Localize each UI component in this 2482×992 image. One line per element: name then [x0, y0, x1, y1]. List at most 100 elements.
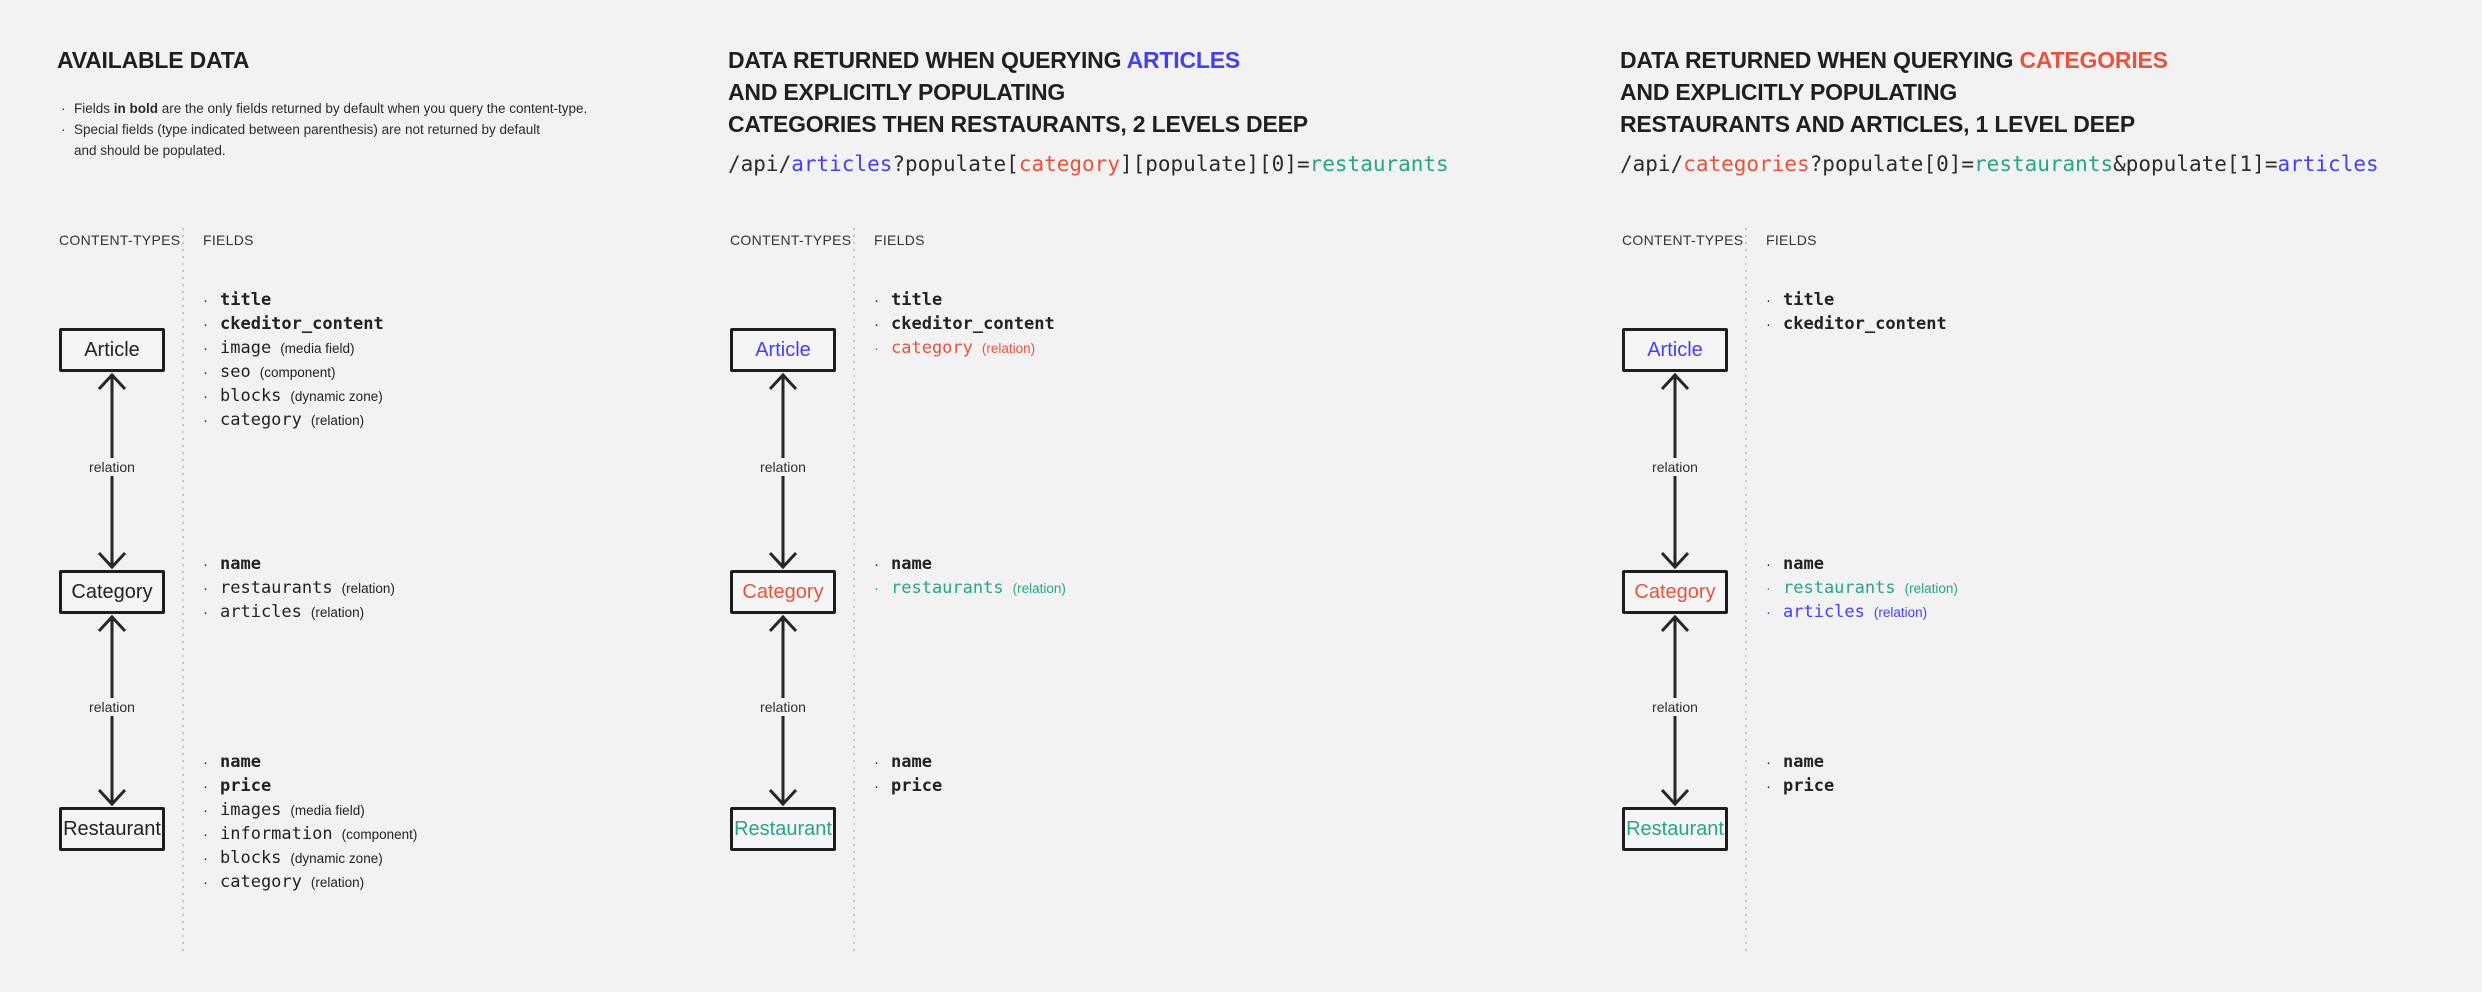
note-line: ·Special fields (type indicated between … [61, 119, 601, 140]
field-item: · title [203, 290, 384, 314]
api-path: /api/categories?populate[0]=restaurants&… [1620, 152, 2379, 176]
text-part: CATEGORIES THEN RESTAURANTS, 2 LEVELS DE… [728, 111, 1308, 137]
field-item: ·price [1766, 776, 1834, 800]
field-bullet-icon: · [203, 388, 208, 405]
field-item: ·images(media field) [203, 800, 417, 824]
field-item: ·blocks(dynamic zone) [203, 848, 417, 872]
field-item: ·articles(relation) [203, 602, 395, 626]
field-name: ckeditor_content [891, 314, 1055, 334]
field-item: ·name [203, 554, 395, 578]
content-type-name: Article [1647, 338, 1703, 361]
notes-list: ·Fields in bold are the only fields retu… [61, 98, 601, 161]
field-name: images [220, 800, 282, 820]
field-bullet-icon: · [874, 580, 879, 597]
field-bullet-icon: · [203, 754, 208, 771]
field-name: title [220, 290, 272, 310]
content-type-box: Article [1622, 328, 1728, 372]
text-part: ARTICLES [1126, 47, 1241, 73]
text-part: /api/ [728, 152, 792, 176]
field-type: (relation) [310, 605, 365, 620]
field-bullet-icon: · [203, 802, 208, 819]
note-text: and should be populated. [74, 140, 226, 161]
field-item: ·articles(relation) [1766, 602, 1958, 626]
field-bullet-icon: · [1766, 556, 1771, 573]
field-name: price [220, 776, 272, 796]
column-divider [853, 228, 855, 952]
field-item: ·title [874, 290, 1055, 314]
content-types-label: CONTENT-TYPES [59, 232, 181, 248]
content-type-name: Article [755, 338, 811, 361]
text-part: restaurants [1309, 152, 1449, 176]
field-bullet-icon: · [1766, 754, 1771, 771]
field-type: (relation) [310, 413, 365, 428]
content-type-box: Category [730, 570, 836, 614]
column-divider [182, 228, 184, 952]
panel-available-data: AVAILABLE DATA·Fields in bold are the on… [57, 44, 707, 992]
field-item: ·ckeditor_content [203, 314, 384, 338]
content-type-name: Restaurant [1626, 817, 1724, 840]
content-types-label: CONTENT-TYPES [730, 232, 852, 248]
field-item: ·name [203, 752, 417, 776]
field-bullet-icon: · [203, 874, 208, 891]
title-line: AND EXPLICITLY POPULATING [728, 76, 1308, 108]
field-item: ·ckeditor_content [1766, 314, 1947, 338]
field-item: ·name [1766, 554, 1958, 578]
field-bullet-icon: · [203, 316, 208, 333]
field-name: price [891, 776, 943, 796]
field-name: name [891, 752, 932, 772]
field-name: image [220, 338, 272, 358]
field-name: title [1783, 290, 1835, 310]
content-type-name: Category [1634, 580, 1716, 603]
field-item: · name [874, 752, 942, 776]
title-line: RESTAURANTS AND ARTICLES, 1 LEVEL DEEP [1620, 108, 2168, 140]
text-part: are the only fields returned by default … [158, 101, 588, 116]
field-bullet-icon: · [1766, 292, 1771, 309]
content-types-label: CONTENT-TYPES [1622, 232, 1744, 248]
title-line: DATA RETURNED WHEN QUERYING ARTICLES [728, 44, 1308, 76]
field-item: ·image(media field) [203, 338, 384, 362]
field-type: (relation) [1904, 581, 1958, 596]
text-part: Fields [74, 101, 114, 116]
content-type-name: Category [71, 580, 153, 603]
field-bullet-icon: · [203, 412, 208, 429]
column-divider [1745, 228, 1747, 952]
field-item: · title [1766, 290, 1947, 314]
text-part: and should be populated. [74, 143, 226, 158]
field-item: ·blocks(dynamic zone) [203, 386, 384, 410]
field-name: seo [220, 362, 251, 382]
text-part: ][populate][0]= [1119, 152, 1310, 176]
fields-label: FIELDS [1766, 232, 1817, 248]
field-name: restaurants [1783, 578, 1896, 598]
text-part: &populate[1]= [2113, 152, 2278, 176]
relation-label: relation [756, 698, 810, 716]
field-bullet-icon: · [874, 340, 879, 357]
content-type-name: Restaurant [63, 817, 161, 840]
text-part: category [1018, 152, 1120, 176]
field-list: · title ·ckeditor_content [1766, 290, 1947, 338]
field-type: (relation) [341, 581, 395, 596]
content-type-name: Restaurant [734, 817, 832, 840]
title-line: CATEGORIES THEN RESTAURANTS, 2 LEVELS DE… [728, 108, 1308, 140]
field-name: restaurants [891, 578, 1004, 598]
field-name: ckeditor_content [1783, 314, 1947, 334]
field-list: ·name·price·images(media field)·informat… [203, 752, 417, 896]
content-type-box: Restaurant [1622, 807, 1728, 851]
field-name: blocks [220, 848, 282, 868]
field-type: (relation) [1012, 581, 1066, 596]
content-type-name: Article [84, 338, 140, 361]
text-part: Special fields (type indicated between p… [74, 122, 541, 137]
field-bullet-icon: · [203, 292, 208, 309]
field-bullet-icon: · [1766, 604, 1771, 621]
field-name: name [891, 554, 932, 574]
field-bullet-icon: · [874, 556, 879, 573]
note-line: ·Fields in bold are the only fields retu… [61, 98, 601, 119]
field-name: category [220, 410, 302, 430]
field-bullet-icon: · [874, 754, 879, 771]
field-item: ·restaurants(relation) [1766, 578, 1958, 602]
field-bullet-icon: · [203, 364, 208, 381]
content-type-box: Category [59, 570, 165, 614]
field-type: (relation) [981, 341, 1036, 356]
field-name: restaurants [220, 578, 333, 598]
field-item: ·ckeditor_content [874, 314, 1055, 338]
